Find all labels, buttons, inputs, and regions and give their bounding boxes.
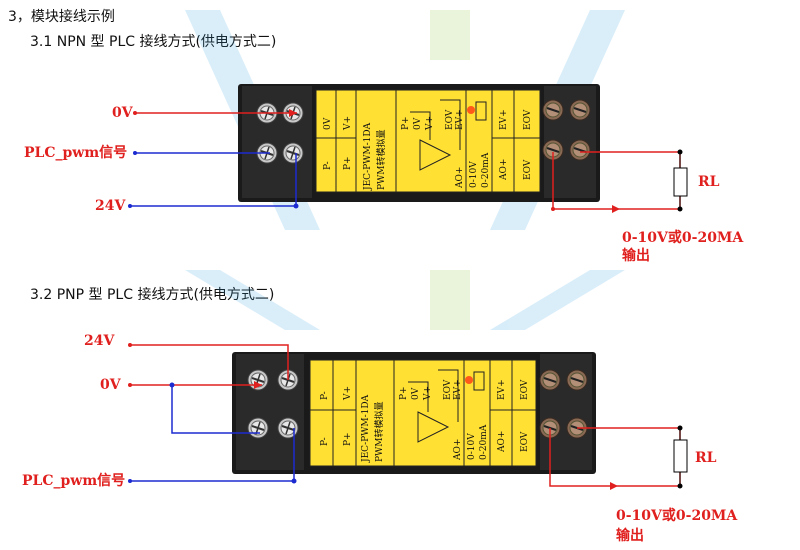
npn-mod-inner-0v: 0V [413,117,423,130]
pnp-mod-inner-pplus: P+ [399,386,409,400]
pnp-mod-ao2: AO+ [497,431,507,453]
pnp-mod-inner-evplus: EV+ [453,379,463,400]
module-label-2 [309,359,537,467]
npn-mod-pplus: P+ [343,156,353,170]
npn-label-rl: RL [698,174,720,190]
npn-label-24v: 24V [95,198,126,214]
pnp-mod-inner-0v: 0V [411,387,421,400]
pnp-label-0v: 0V [100,377,122,393]
pnp-mod-vplus: V+ [343,386,353,401]
pnp-mod-010v: 0-10V [467,433,477,460]
pnp-mod-eov3: EOV [520,431,530,452]
npn-diagram: 0V V+ P- P+ JEC-PWM-1DA PWM转模拟量 P+ 0V V+… [24,84,744,264]
npn-mod-inner-evplus: EV+ [455,109,465,130]
npn-mod-010v: 0-10V [469,161,479,188]
npn-mod-ao2: AO+ [499,159,509,181]
pnp-mod-evplus2: EV+ [497,379,507,400]
pnp-label-24v: 24V [84,333,115,349]
npn-mod-inner-pplus: P+ [401,116,411,130]
npn-mod-020ma: 0-20mA [481,152,491,188]
npn-label-output-cn: 输出 [622,247,650,264]
pnp-resistor [673,439,688,473]
npn-mod-evplus2: EV+ [499,109,509,130]
npn-label-0v: 0V [112,105,134,121]
pnp-label-pwm: PLC_pwm信号 [22,472,125,489]
pnp-label-output-cn: 输出 [616,527,644,544]
npn-mod-eov2: EOV [523,109,533,130]
pnp-label-rl: RL [695,450,717,466]
pnp-heading: 3.2 PNP 型 PLC 接线方式(供电方式二) [30,287,275,303]
pnp-mod-ao: AO+ [453,439,463,461]
pnp-mod-model: JEC-PWM-1DA [361,394,371,463]
pnp-label-output: 0-10V或0-20MA [616,507,738,524]
npn-mod-ao: AO+ [455,167,465,189]
npn-label-pwm: PLC_pwm信号 [24,144,127,161]
pnp-diagram: P- V+ P- P+ JEC-PWM-1DA PWM转模拟量 P+ 0V V+… [22,333,738,544]
pnp-mod-eov2: EOV [520,379,530,400]
npn-label-output: 0-10V或0-20MA [622,229,744,246]
pnp-mod-020ma: 0-20mA [479,424,489,460]
pnp-mod-pplus: P+ [343,432,353,446]
pnp-wire-0v-jumper [171,385,260,434]
module-label [315,89,541,193]
pnp-mod-pminus: P- [320,391,330,400]
npn-mod-inner-vplus: V+ [425,116,435,131]
pnp-mod-inner-vplus: V+ [423,386,433,401]
pnp-mod-model-cn: PWM转模拟量 [373,401,385,462]
npn-resistor [673,167,688,197]
pnp-wire-24v [130,344,289,380]
npn-mod-eov3: EOV [523,159,533,180]
pnp-mod-pminus2: P- [320,437,330,446]
npn-mod-inner-eov: EOV [445,109,455,130]
npn-mod-vplus: V+ [343,116,353,131]
section-title: 3，模块接线示例 [8,9,115,25]
npn-mod-model-cn: PWM转模拟量 [375,129,387,190]
npn-heading: 3.1 NPN 型 PLC 接线方式(供电方式二) [30,34,277,50]
npn-mod-model: JEC-PWM-1DA [363,122,373,191]
npn-mod-pminus: P- [323,161,333,170]
npn-mod-0v: 0V [323,117,333,130]
pnp-mod-inner-eov: EOV [443,379,453,400]
